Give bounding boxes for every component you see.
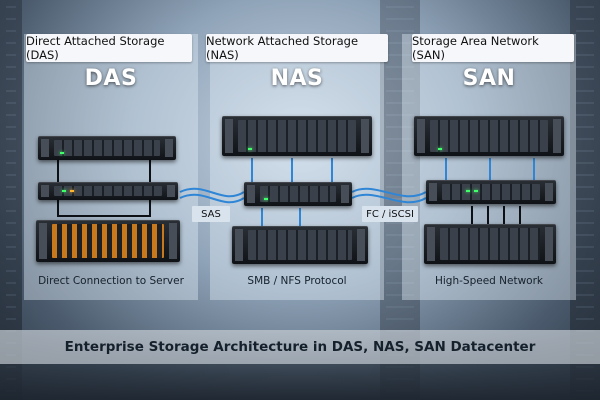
das-caption: Direct Connection to Server	[38, 275, 184, 287]
background-rack	[0, 0, 22, 400]
das-cable	[57, 200, 151, 217]
san-title-tag: Storage Area Network (SAN)	[412, 34, 574, 62]
nas-storage-server	[222, 116, 372, 156]
nas-title-tag: Network Attached Storage (NAS)	[206, 34, 388, 62]
nas-to-san-cable	[351, 193, 427, 204]
das-to-nas-cable	[179, 193, 245, 204]
san-caption: High-Speed Network	[434, 275, 543, 287]
das-server	[38, 182, 178, 200]
nas-to-san-cable	[351, 187, 427, 198]
das-server	[38, 136, 176, 160]
san-storage-server	[414, 116, 564, 156]
footer-title: Enterprise Storage Architecture in DAS, …	[0, 330, 600, 364]
fc-iscsi-link-label: FC / iSCSI	[362, 206, 418, 222]
nas-caption: SMB / NFS Protocol	[247, 275, 347, 287]
nas-storage-array	[232, 226, 368, 264]
sas-link-label: SAS	[192, 206, 230, 222]
das-title-tag: Direct Attached Storage (DAS)	[26, 34, 192, 62]
das-heading: DAS	[84, 66, 138, 91]
nas-heading: NAS	[270, 66, 324, 91]
san-storage-array	[424, 224, 556, 264]
das-to-nas-cable	[179, 187, 245, 198]
nas-head-unit	[244, 182, 352, 206]
san-heading: SAN	[462, 66, 516, 91]
san-fabric-switch	[426, 180, 556, 204]
das-storage-array	[36, 220, 180, 262]
